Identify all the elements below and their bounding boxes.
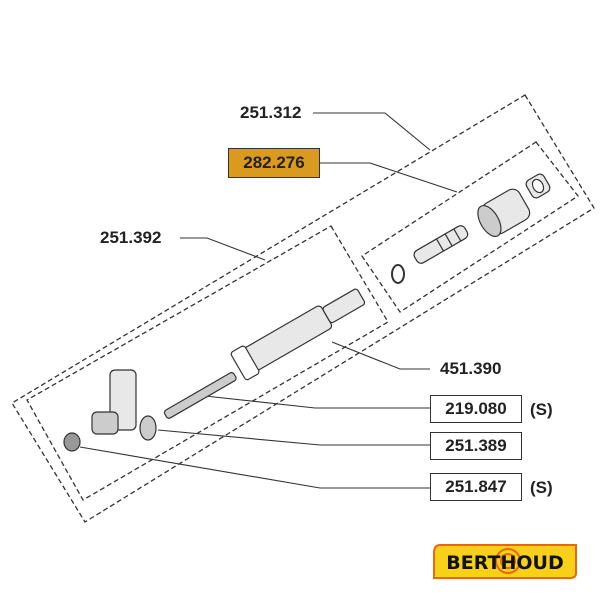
spare-marker: (S) xyxy=(530,478,553,497)
ring-nut xyxy=(525,173,551,199)
hose-tail xyxy=(413,225,469,264)
label-assembly: 251.312 xyxy=(240,103,302,122)
label-sub-assembly: 251.392 xyxy=(100,228,162,247)
shaft xyxy=(163,372,237,419)
connector-kit-outline xyxy=(361,141,579,313)
assembly-outline xyxy=(11,94,595,523)
body-tube xyxy=(230,288,366,381)
label-body: 451.390 xyxy=(440,359,502,378)
sub-assembly-outline xyxy=(26,225,389,501)
label-seal[interactable]: 251.847 xyxy=(430,473,522,501)
valve-body xyxy=(91,369,157,441)
o-ring xyxy=(391,264,405,284)
logo-text: BERTHOUD xyxy=(446,552,563,574)
spare-marker: (S) xyxy=(530,400,553,419)
seal xyxy=(63,432,81,452)
label-shaft[interactable]: 219.080 xyxy=(430,395,522,423)
coupling xyxy=(477,188,531,237)
label-valve[interactable]: 251.389 xyxy=(430,432,522,460)
leader-lines xyxy=(79,112,458,489)
berthoud-logo: BERTHOUD xyxy=(430,543,580,580)
label-highlighted-part[interactable]: 282.276 xyxy=(228,148,320,178)
